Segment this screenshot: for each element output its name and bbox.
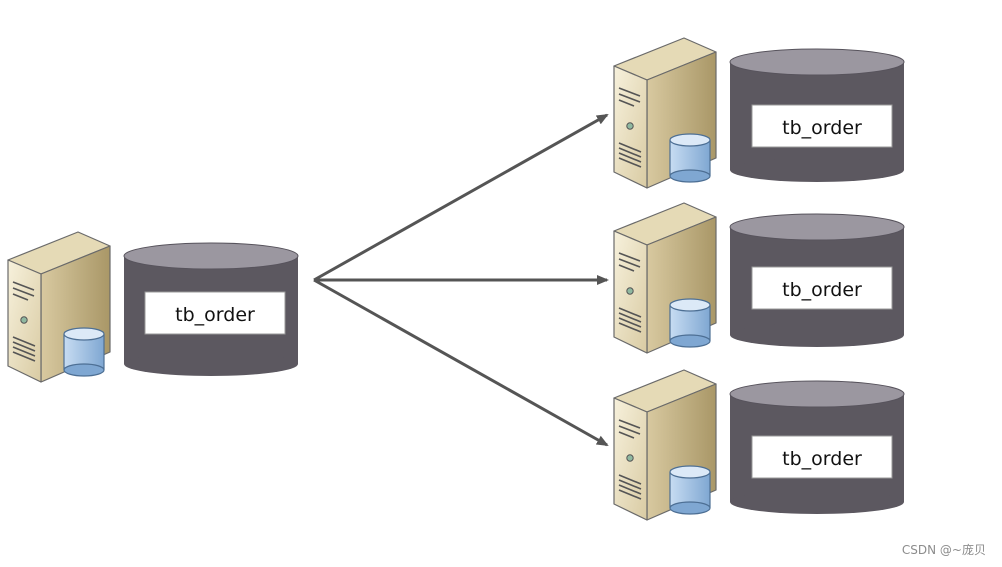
replica-node-2: tb_order <box>613 202 905 354</box>
table-label: tb_order <box>782 117 862 139</box>
source-node: tb_order <box>7 231 299 383</box>
arrow-to-replica-1 <box>313 113 609 282</box>
replica-node-3: tb_order <box>613 369 905 521</box>
arrow-to-replica-3 <box>313 278 609 447</box>
watermark: CSDN @~庞贝 <box>901 543 986 557</box>
table-label-box <box>751 104 893 148</box>
table-label-box <box>144 291 286 335</box>
table-label-box <box>751 435 893 479</box>
table-label-box <box>751 266 893 310</box>
replica-node-1: tb_order <box>613 37 905 189</box>
table-label: tb_order <box>175 304 255 326</box>
table-label: tb_order <box>782 279 862 301</box>
replication-arrows <box>313 113 609 447</box>
table-label: tb_order <box>782 448 862 470</box>
